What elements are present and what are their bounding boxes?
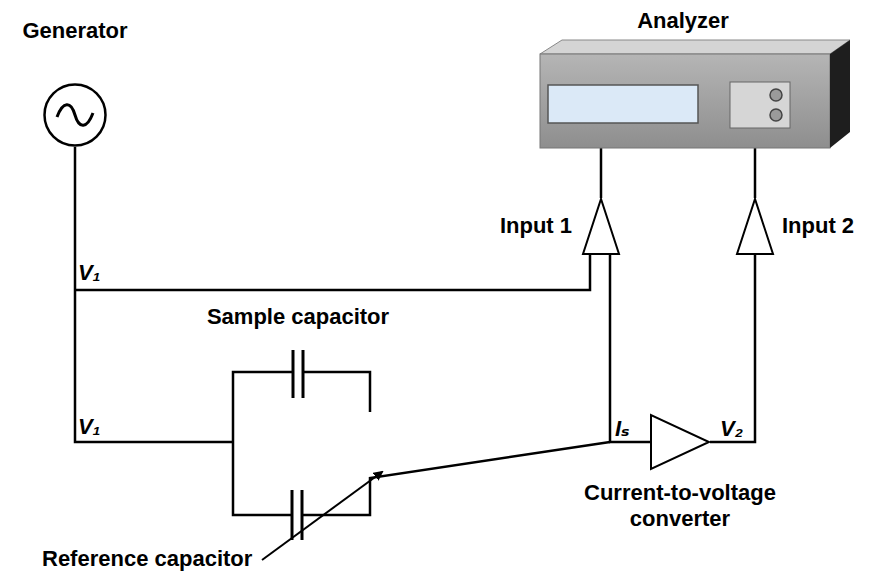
cap-symbol xyxy=(288,350,308,398)
current-to-voltage-converter: Current-to-voltage converter xyxy=(650,414,710,470)
variable-arrow xyxy=(262,472,382,560)
generator-wire xyxy=(75,147,233,442)
component-label: Analyzer xyxy=(637,8,729,34)
component-label: Input 2 xyxy=(782,213,854,239)
cap-symbol xyxy=(287,490,307,540)
up-symbol xyxy=(736,198,774,255)
reference-capacitor: Reference capacitor xyxy=(287,490,307,540)
sample-capacitor: Sample capacitor xyxy=(288,350,308,398)
up-symbol xyxy=(582,198,620,255)
signal-wire xyxy=(600,148,603,198)
signal-name: V₁ xyxy=(78,262,100,284)
component-label: Generator xyxy=(22,18,127,44)
sample-open-wire xyxy=(303,372,370,412)
component-label: Reference capacitor xyxy=(42,546,252,572)
input-buffer: Input 1 xyxy=(582,198,620,255)
signal-name: V₁ xyxy=(78,416,100,438)
signal-wire xyxy=(710,255,755,442)
generator-symbol xyxy=(43,83,107,147)
signal-wire xyxy=(754,148,757,198)
signal-name: V₂ xyxy=(720,418,743,440)
v1-wire xyxy=(75,255,590,290)
analyzer: Analyzer xyxy=(540,40,850,148)
component-label: Input 1 xyxy=(500,213,572,239)
generator: Generator xyxy=(43,83,107,147)
analyzer-symbol xyxy=(540,40,850,148)
branch-wire xyxy=(233,372,293,515)
component-label: Sample capacitor xyxy=(207,304,389,330)
signal-name: Iₛ xyxy=(615,418,630,440)
is-wire xyxy=(610,255,650,442)
reference-wire xyxy=(302,442,610,515)
component-label: Current-to-voltage converter xyxy=(555,480,805,533)
input-buffer: Input 2 xyxy=(736,198,774,255)
right-symbol xyxy=(650,414,710,470)
